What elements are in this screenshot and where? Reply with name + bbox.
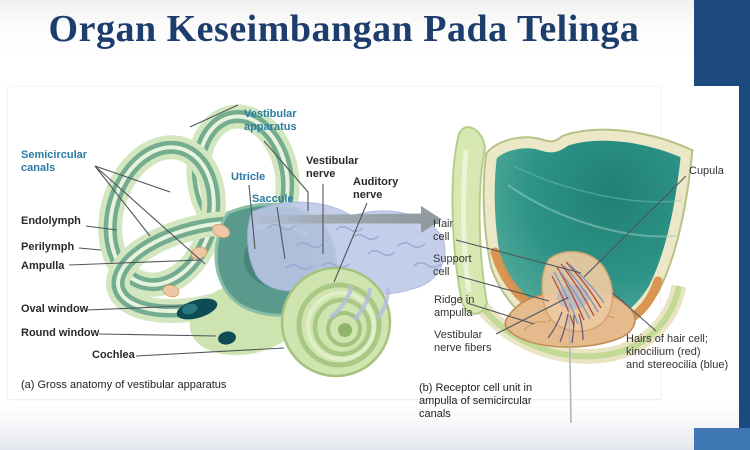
label-vestibular-nerve: Vestibular nerve — [306, 155, 359, 180]
label-vestibular-nerve-fibers: Vestibular nerve fibers — [434, 329, 492, 354]
label-saccule: Saccule — [252, 193, 294, 205]
round-window-shape — [218, 331, 236, 345]
label-round-window: Round window — [21, 327, 100, 339]
leader-lines — [68, 104, 687, 357]
nerve-to-cochlea-strands — [328, 285, 390, 322]
label-support-cell: Support cell — [433, 253, 472, 278]
label-hairs-of-hair-cell: Hairs of hair cell; kinocilium (red) and… — [626, 333, 729, 371]
label-ampulla: Ampulla — [21, 260, 65, 272]
vestibular-nerve-shape — [247, 201, 446, 295]
vertical-pointer-line — [568, 295, 572, 424]
label-utricle: Utricle — [231, 171, 266, 183]
ampullae-shapes — [162, 223, 231, 298]
label-semicircular-canals: Semicircular canals — [21, 149, 88, 174]
caption-figure-a: (a) Gross anatomy of vestibular apparatu… — [21, 379, 227, 391]
label-oval-window: Oval window — [21, 303, 89, 315]
caption-figure-b: (b) Receptor cell unit in ampulla of sem… — [419, 382, 533, 420]
label-cupula: Cupula — [689, 165, 724, 177]
label-auditory-nerve: Auditory nerve — [353, 176, 399, 201]
decor-navy-side-strip — [739, 0, 750, 432]
cochlea-shape — [280, 266, 392, 378]
oval-window-shape — [176, 298, 218, 320]
decor-blue-block — [694, 428, 750, 450]
page-title: Organ Keseimbangan Pada Telinga — [48, 8, 640, 51]
label-endolymph: Endolymph — [21, 215, 81, 227]
label-hair-cell: Hair cell — [433, 218, 454, 243]
label-perilymph: Perilymph — [21, 241, 75, 253]
label-ridge-in-ampulla: Ridge in ampulla — [434, 294, 475, 319]
label-vestibular-apparatus: Vestibular apparatus — [244, 108, 297, 133]
ampulla-cross-section-shape — [451, 126, 694, 364]
label-cochlea: Cochlea — [92, 349, 135, 361]
flow-arrow — [257, 206, 442, 233]
